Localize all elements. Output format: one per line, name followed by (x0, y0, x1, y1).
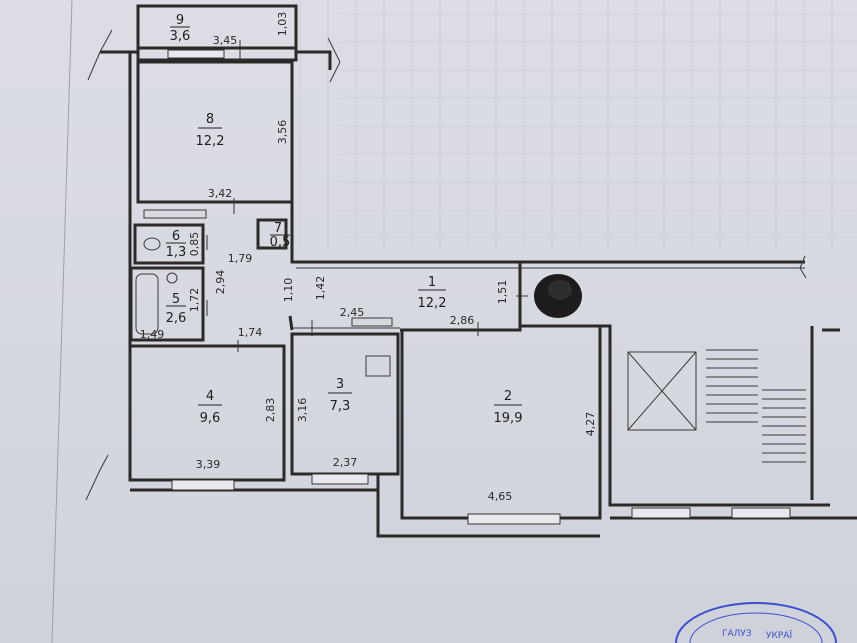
dimension-label: 3,39 (196, 458, 221, 471)
fixtures (135, 209, 806, 463)
dimension-label: 0,85 (188, 232, 201, 257)
stair-right-wall (810, 326, 840, 500)
room-8-number: 8 (206, 112, 214, 127)
wardrobe-strip (143, 209, 207, 219)
window-balcony (167, 49, 225, 59)
kitchen-sink-icon (365, 355, 391, 377)
dimension-label: 3,56 (276, 120, 289, 145)
dimension-label: 1,51 (496, 280, 509, 305)
room-2-number: 2 (504, 389, 512, 404)
stamp: ГАЛУЗ УКРАЇ (675, 602, 837, 643)
dimension-labels: 3,45 1,03 3,56 3,42 0,85 1,79 2,94 1,72 … (140, 12, 597, 503)
window-stair-2 (731, 507, 791, 519)
room-7-outline (256, 218, 288, 250)
paper-grid (299, 0, 857, 250)
dimension-label: 1,42 (314, 276, 327, 301)
sink-icon (166, 272, 178, 284)
room-3-number: 3 (336, 377, 344, 392)
toilet-icon (143, 237, 161, 251)
break-line-top (327, 37, 341, 83)
dimension-label: 1,79 (228, 252, 253, 265)
corridor-top-wall (290, 202, 805, 264)
room-8-outline (136, 60, 294, 204)
dimension-label: 2,86 (450, 314, 475, 327)
break-line-right (799, 255, 807, 279)
room-6-number: 6 (172, 229, 180, 244)
bathtub-icon (135, 273, 159, 335)
window-room-4 (171, 479, 235, 491)
dimension-label: 3,45 (213, 34, 238, 47)
dimension-label: 1,03 (276, 12, 289, 37)
dimension-label: 4,65 (488, 490, 513, 503)
dimension-label: 3,42 (208, 187, 233, 200)
dimension-label: 1,49 (140, 328, 165, 341)
room-3-area: 7,3 (330, 399, 351, 414)
dimension-label: 2,83 (264, 398, 277, 423)
room-8-area: 12,2 (196, 134, 225, 149)
corridor-bottom-wall (288, 262, 522, 332)
room-7-number: 7 (274, 221, 282, 236)
elevator-shaft-icon (627, 351, 697, 431)
room-2-outer (376, 474, 600, 538)
room-5-outline (129, 266, 205, 342)
room-labels: 9 3,6 8 12,2 7 0,5 6 1,3 5 2,6 4 9,6 3 7… (166, 13, 523, 426)
dimension-label: 1,10 (282, 278, 295, 303)
top-wall (100, 50, 332, 70)
window-room-3 (311, 473, 369, 485)
kitchen-vent-icon (351, 317, 393, 327)
dimension-label: 3,16 (296, 398, 309, 423)
round-object (534, 274, 582, 318)
room-2-outline (400, 324, 602, 520)
dimension-label: 4,27 (584, 412, 597, 437)
dimension-label: 1,74 (238, 326, 263, 339)
window-stair-1 (631, 507, 691, 519)
elevator-cross-2 (627, 351, 697, 431)
left-outer-wall (128, 52, 170, 482)
room-2-area: 19,9 (494, 411, 523, 426)
walls (85, 4, 857, 538)
balcony-base (136, 48, 298, 62)
dimension-ticks (206, 40, 528, 352)
room-1-area: 12,2 (418, 296, 447, 311)
room-5-number: 5 (172, 292, 180, 307)
room-4-area: 9,6 (200, 411, 221, 426)
stamp-text-2: УКРАЇ (766, 630, 792, 641)
dimension-label: 2,45 (340, 306, 365, 319)
room-1-number: 1 (428, 275, 436, 290)
break-line-left-bottom (85, 454, 109, 501)
staircase-icon (706, 349, 806, 463)
windows (167, 49, 791, 525)
room-6-area: 1,3 (166, 245, 187, 260)
dimension-label: 1,72 (188, 288, 201, 313)
room-6-outline (133, 223, 205, 265)
room-9-number: 9 (176, 13, 184, 28)
room-5-area: 2,6 (166, 311, 187, 326)
balcony-outline (136, 4, 298, 50)
dimension-label: 2,94 (214, 270, 227, 295)
stair-wall (600, 324, 830, 507)
room-9-area: 3,6 (170, 29, 191, 44)
break-line-left-top (87, 29, 113, 81)
page-margin-line (51, 0, 73, 643)
room-4-number: 4 (206, 389, 214, 404)
room-7-area: 0,5 (270, 235, 291, 250)
window-room-2 (467, 513, 561, 525)
dimension-label: 2,37 (333, 456, 358, 469)
stamp-text-1: ГАЛУЗ (722, 629, 752, 639)
